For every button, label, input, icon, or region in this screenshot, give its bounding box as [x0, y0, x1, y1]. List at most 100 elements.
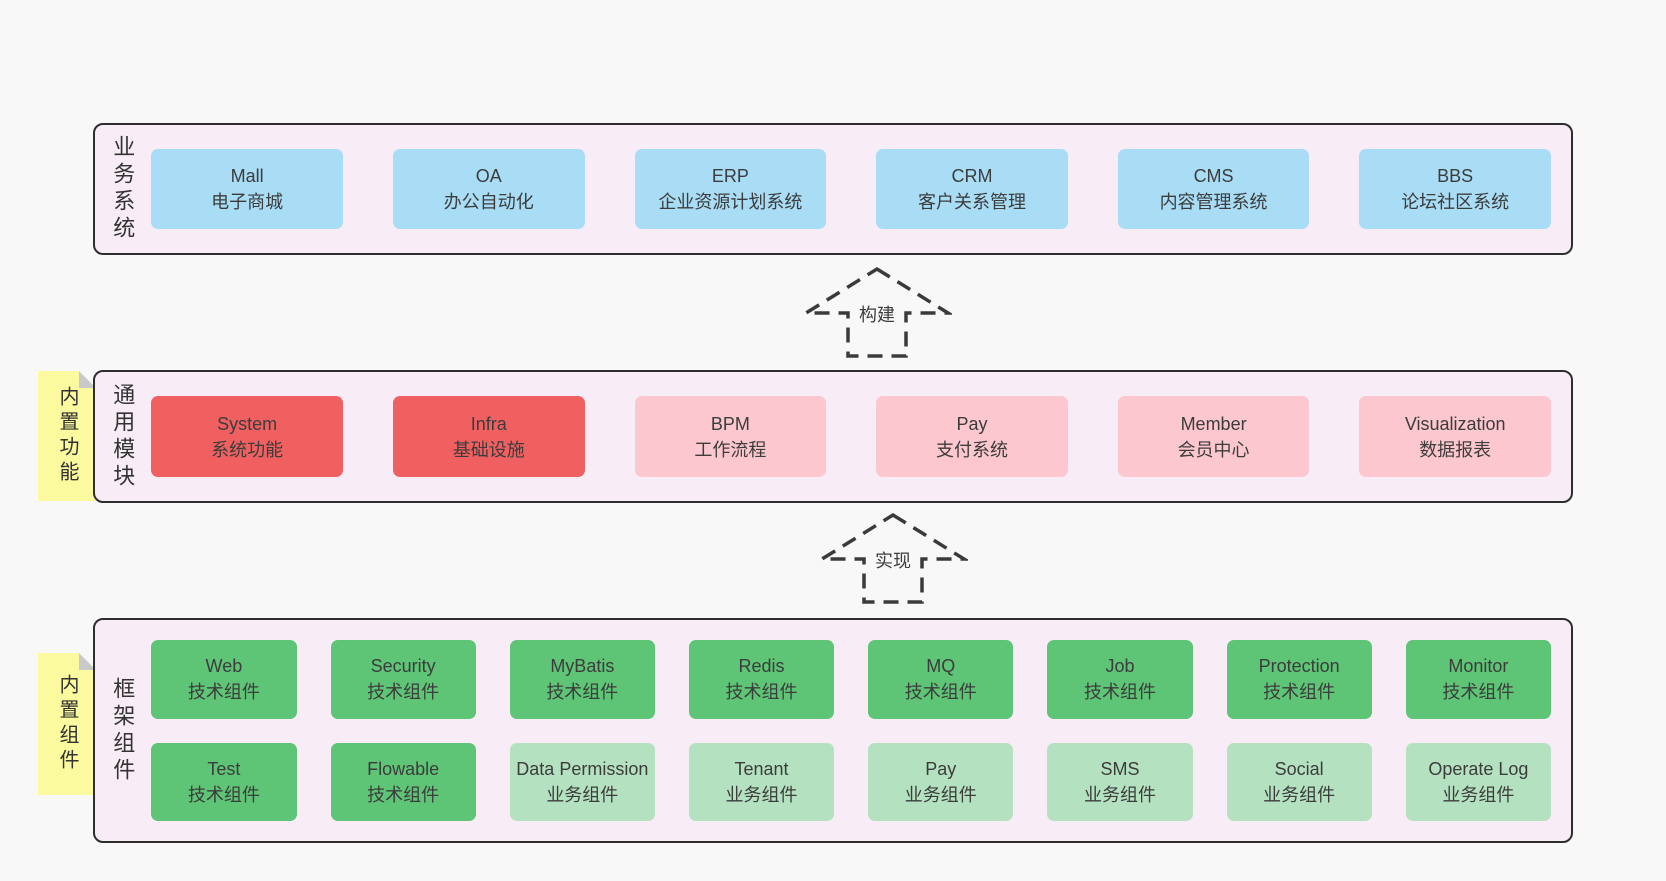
- box-title: Visualization: [1404, 413, 1506, 434]
- box-subtitle: 业务组件: [1442, 784, 1515, 805]
- implement-arrow-label: 实现: [871, 545, 915, 575]
- box-subtitle: 业务组件: [904, 784, 977, 805]
- box-subtitle: 技术组件: [1263, 682, 1336, 703]
- box-test: Test 技术组件: [151, 742, 297, 821]
- box-subtitle: 技术组件: [546, 682, 619, 703]
- sticky-tab-label: 内置功能: [56, 386, 78, 486]
- box-title: Flowable: [367, 758, 440, 779]
- framework-components-section: 框架组件 Web 技术组件 Security 技术组件 MyBatis 技术组件…: [93, 618, 1573, 843]
- box-title: SMS: [1100, 758, 1140, 779]
- box-subtitle: 支付系统: [935, 439, 1008, 460]
- box-subtitle: 技术组件: [725, 682, 798, 703]
- box-pay: Pay 支付系统: [876, 396, 1068, 477]
- box-tenant: Tenant 业务组件: [688, 742, 835, 821]
- box-operate-log: Operate Log 业务组件: [1405, 742, 1551, 821]
- dashed-up-arrow-icon: [802, 266, 952, 358]
- box-title: Security: [370, 656, 436, 677]
- box-subtitle: 数据报表: [1419, 439, 1492, 460]
- business-systems-grid: Mall 电子商城 OA 办公自动化 ERP 企业资源计划系统 CRM 客户关系…: [135, 125, 1571, 253]
- build-arrow-label: 构建: [855, 299, 899, 329]
- box-title: Web: [205, 656, 243, 677]
- box-subtitle: 技术组件: [187, 784, 260, 805]
- box-title: Protection: [1258, 656, 1340, 677]
- box-subtitle: 内容管理系统: [1159, 192, 1268, 212]
- box-oa: OA 办公自动化: [392, 149, 585, 229]
- box-web: Web 技术组件: [151, 640, 297, 719]
- section-label: 通用模块: [110, 382, 136, 491]
- box-monitor: Monitor 技术组件: [1405, 640, 1551, 719]
- box-title: Tenant: [734, 758, 789, 779]
- business-systems-section: 业务系统 Mall 电子商城 OA 办公自动化 ERP 企业资源计划系统 CRM…: [93, 123, 1573, 255]
- box-subtitle: 会员中心: [1177, 439, 1250, 460]
- box-title: MQ: [926, 656, 956, 677]
- box-subtitle: 基础设施: [452, 439, 525, 460]
- box-redis: Redis 技术组件: [688, 640, 835, 719]
- box-subtitle: 电子商城: [211, 192, 284, 212]
- box-subtitle: 技术组件: [1442, 682, 1515, 703]
- sticky-tab-label: 内置组件: [56, 674, 78, 774]
- box-subtitle: 办公自动化: [443, 192, 534, 212]
- box-subtitle: 业务组件: [1263, 784, 1336, 805]
- box-bpm: BPM 工作流程: [634, 396, 827, 477]
- box-job: Job 技术组件: [1047, 640, 1193, 719]
- box-title: Test: [207, 758, 241, 779]
- box-title: OA: [475, 166, 502, 186]
- box-cms: CMS 内容管理系统: [1117, 149, 1310, 229]
- box-infra: Infra 基础设施: [392, 396, 585, 477]
- box-flowable: Flowable 技术组件: [330, 742, 476, 821]
- box-visualization: Visualization 数据报表: [1359, 396, 1551, 477]
- box-mq: MQ 技术组件: [868, 640, 1014, 719]
- box-member: Member 会员中心: [1117, 396, 1310, 477]
- box-subtitle: 工作流程: [694, 439, 767, 460]
- box-subtitle: 客户关系管理: [917, 192, 1026, 212]
- box-system: System 系统功能: [151, 396, 343, 477]
- box-subtitle: 业务组件: [1083, 784, 1156, 805]
- box-subtitle: 技术组件: [1083, 682, 1156, 703]
- build-arrow: 构建: [802, 266, 952, 360]
- box-subtitle: 论坛社区系统: [1401, 192, 1510, 212]
- box-subtitle: 技术组件: [187, 682, 260, 703]
- sticky-tab-built-in-features: 内置功能: [38, 371, 96, 501]
- box-title: CMS: [1193, 166, 1234, 186]
- box-mall: Mall 电子商城: [151, 149, 343, 229]
- box-social: Social 业务组件: [1226, 742, 1372, 821]
- box-title: Redis: [738, 656, 785, 677]
- box-title: Member: [1180, 413, 1247, 434]
- box-sms: SMS 业务组件: [1047, 742, 1193, 821]
- box-pay-biz: Pay 业务组件: [868, 742, 1014, 821]
- box-erp: ERP 企业资源计划系统: [634, 149, 827, 229]
- section-label: 框架组件: [110, 676, 136, 785]
- implement-arrow: 实现: [818, 512, 968, 606]
- box-title: BBS: [1437, 166, 1474, 186]
- box-title: Mall: [230, 166, 264, 186]
- box-title: BPM: [710, 413, 750, 434]
- box-bbs: BBS 论坛社区系统: [1359, 149, 1551, 229]
- box-subtitle: 业务组件: [546, 784, 619, 805]
- box-title: Infra: [470, 413, 507, 434]
- box-subtitle: 技术组件: [367, 784, 440, 805]
- box-mybatis: MyBatis 技术组件: [509, 640, 655, 719]
- framework-components-grid: Web 技术组件 Security 技术组件 MyBatis 技术组件 Redi…: [135, 620, 1571, 841]
- sticky-tab-built-in-components: 内置组件: [38, 653, 96, 795]
- common-modules-grid: System 系统功能 Infra 基础设施 BPM 工作流程 Pay 支付系统…: [135, 372, 1571, 501]
- box-title: ERP: [711, 166, 749, 186]
- box-security: Security 技术组件: [330, 640, 476, 719]
- box-title: Operate Log: [1428, 758, 1529, 779]
- box-title: Social: [1274, 758, 1324, 779]
- box-title: Data Permission: [516, 758, 649, 779]
- dashed-up-arrow-icon: [818, 512, 968, 604]
- box-subtitle: 企业资源计划系统: [658, 192, 803, 212]
- box-title: Pay: [925, 758, 957, 779]
- box-subtitle: 技术组件: [367, 682, 440, 703]
- box-protection: Protection 技术组件: [1226, 640, 1372, 719]
- box-subtitle: 系统功能: [211, 439, 284, 460]
- box-title: System: [217, 413, 278, 434]
- box-title: Job: [1105, 656, 1135, 677]
- box-crm: CRM 客户关系管理: [876, 149, 1068, 229]
- box-title: CRM: [951, 166, 993, 186]
- box-subtitle: 业务组件: [725, 784, 798, 805]
- box-title: MyBatis: [550, 656, 615, 677]
- box-subtitle: 技术组件: [904, 682, 977, 703]
- box-title: Monitor: [1448, 656, 1509, 677]
